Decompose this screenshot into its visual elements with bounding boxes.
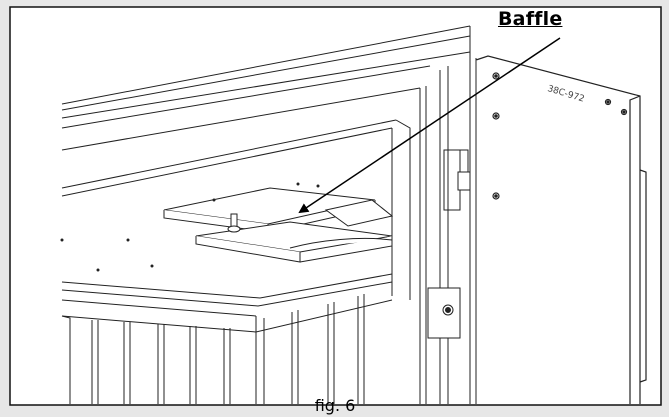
figure-caption: fig. 6 (314, 396, 356, 415)
firebox-ceiling (61, 119, 411, 300)
corrugated-panels (61, 294, 393, 404)
callout-leader-arrow (298, 37, 561, 214)
firebox-floor (61, 273, 393, 317)
baffle-callout-label: Baffle (498, 8, 563, 30)
door-panel (475, 55, 647, 404)
hinge-pin (457, 149, 471, 191)
top-header-panel (61, 25, 471, 151)
side-frame (419, 56, 477, 404)
mounting-holes (60, 182, 320, 272)
